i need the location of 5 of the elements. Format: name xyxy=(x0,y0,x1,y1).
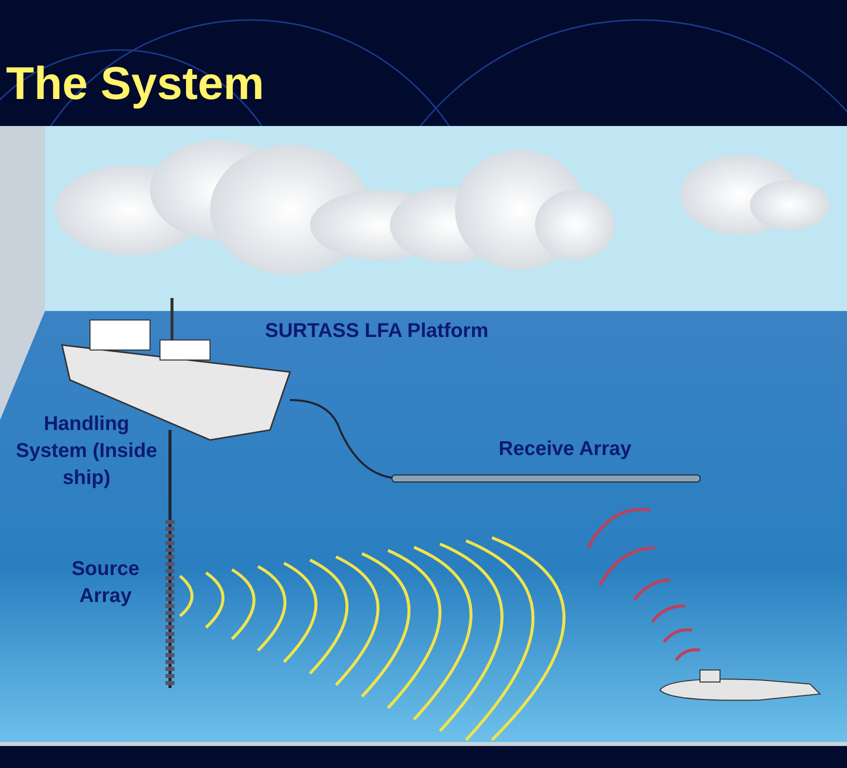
platform-label: SURTASS LFA Platform xyxy=(265,319,490,344)
handling-system-label: Handling System (Inside ship) xyxy=(14,412,158,491)
source-array-label: Source Array xyxy=(70,557,140,609)
slide-title: The System xyxy=(6,56,264,110)
receive-array-label: Receive Array xyxy=(498,437,632,462)
